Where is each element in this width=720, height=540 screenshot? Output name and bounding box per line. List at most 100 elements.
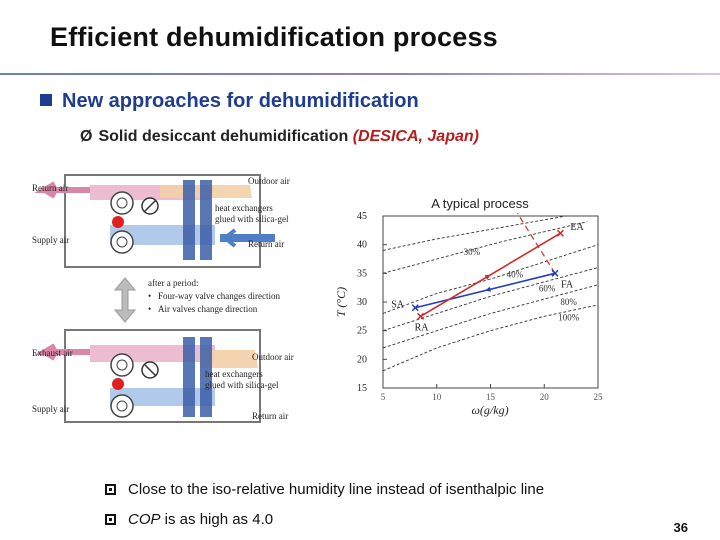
y-tick-label: 30 bbox=[357, 297, 367, 308]
label-bottom-hx-2: glued with silica-gel bbox=[205, 380, 279, 390]
point-marker-ra bbox=[417, 312, 425, 320]
label-return-air-right: Return air bbox=[248, 239, 284, 249]
rh-curve-5 bbox=[382, 284, 599, 349]
double-arrow-icon bbox=[113, 277, 137, 323]
valve-stem bbox=[143, 199, 157, 213]
bottom-upper-airflow bbox=[90, 345, 215, 362]
arrow-bullet-icon: Ø bbox=[80, 128, 93, 145]
desiccant-schematic: Return air Supply air Outdoor air Return… bbox=[32, 174, 294, 423]
sub-bullet: Ø Solid desiccant dehumidification (DESIC… bbox=[80, 128, 479, 146]
square-bullet-icon bbox=[40, 94, 52, 106]
process-line-2 bbox=[420, 232, 561, 318]
label-supply-air: Supply air bbox=[32, 235, 69, 245]
label-bottom-return-air: Return air bbox=[252, 411, 288, 421]
compressor-icon bbox=[112, 216, 124, 228]
return-air-right-arrow-icon bbox=[221, 228, 237, 248]
period-item-2: Air valves change direction bbox=[158, 304, 258, 314]
fan-icon-2 bbox=[110, 230, 134, 254]
period-item-bullet-1: • bbox=[148, 291, 151, 301]
rh-label: 80% bbox=[560, 297, 577, 307]
fan-hub-icon-2 bbox=[116, 236, 128, 248]
fan-hub-icon-3 bbox=[116, 359, 128, 371]
x-tick-label: 20 bbox=[540, 392, 550, 402]
x-tick-label: 5 bbox=[381, 392, 386, 402]
point-label-ea: EA bbox=[570, 222, 584, 233]
fan-hub-icon bbox=[116, 197, 128, 209]
top-heat-exchanger-left bbox=[183, 180, 195, 260]
y-tick-label: 35 bbox=[357, 268, 367, 279]
y-tick-label: 45 bbox=[357, 211, 367, 222]
main-bullet: New approaches for dehumidification bbox=[40, 90, 419, 113]
footnote-2: COP is as high as 4.0 bbox=[105, 511, 273, 528]
label-bottom-supply-air: Supply air bbox=[32, 404, 69, 414]
y-tick-label: 15 bbox=[357, 383, 367, 394]
checkbox-bullet-icon-2 bbox=[105, 514, 116, 525]
return-air-arrow-icon bbox=[34, 181, 90, 199]
valve-stem-2 bbox=[143, 363, 157, 377]
period-item-1: Four-way valve changes direction bbox=[158, 291, 281, 301]
main-bullet-text: New approaches for dehumidification bbox=[62, 90, 419, 112]
point-label-ra: RA bbox=[415, 322, 430, 333]
rh-label: 60% bbox=[539, 284, 556, 294]
point-marker-sa bbox=[411, 304, 419, 312]
schematic-bottom-unit: Exhaust air Supply air Outdoor air Retur… bbox=[32, 329, 294, 423]
label-hx-1: heat exchangers bbox=[215, 203, 273, 213]
rh-labels: 30%40%60%80%100% bbox=[464, 247, 580, 322]
point-marker-ea bbox=[556, 229, 564, 237]
x-axis-ticks: 5 10 15 20 25 bbox=[381, 384, 603, 402]
label-exhaust-air: Exhaust air bbox=[32, 348, 73, 358]
rh-curve-2 bbox=[382, 221, 588, 274]
checkbox-bullet-icon bbox=[105, 484, 116, 495]
point-label-fa: FA bbox=[561, 279, 574, 290]
label-outdoor-air: Outdoor air bbox=[248, 176, 290, 186]
sub-bullet-text: Solid desiccant dehumidification bbox=[98, 128, 353, 145]
rh-label: 40% bbox=[507, 269, 524, 279]
y-axis-ticks: 15 20 25 30 35 40 45 bbox=[357, 211, 387, 394]
sub-bullet-highlight: (DESICA, Japan) bbox=[352, 128, 479, 145]
slide-title: Efficient dehumidification process bbox=[50, 22, 498, 52]
label-bottom-hx-1: heat exchangers bbox=[205, 369, 263, 379]
bottom-unit-frame bbox=[64, 329, 261, 423]
point-label-sa: SA bbox=[391, 300, 405, 311]
bottom-outdoor-airflow bbox=[200, 350, 258, 368]
schematic-top-unit: Return air Supply air Outdoor air Return… bbox=[32, 174, 290, 268]
process-points: EA FA SA RA bbox=[391, 222, 584, 333]
footnote-1-text: Close to the iso-relative humidity line … bbox=[128, 481, 545, 498]
bottom-heat-exchanger-right bbox=[200, 337, 212, 417]
fan-icon-3 bbox=[110, 353, 134, 377]
point-marker-fa bbox=[551, 269, 559, 277]
fan-hub-icon-4 bbox=[116, 400, 128, 412]
bottom-heat-exchanger-left bbox=[183, 337, 195, 417]
compressor-icon-2 bbox=[112, 378, 124, 390]
x-tick-label: 25 bbox=[594, 392, 604, 402]
direction-arrow-icon bbox=[485, 286, 491, 292]
exhaust-air-arrow-icon bbox=[34, 343, 90, 361]
rh-label: 100% bbox=[558, 312, 580, 322]
y-tick-label: 20 bbox=[357, 354, 367, 365]
footnote-1: Close to the iso-relative humidity line … bbox=[105, 481, 544, 498]
top-heat-exchanger-right bbox=[200, 180, 212, 260]
y-tick-label: 40 bbox=[357, 240, 367, 251]
x-axis-label: ω(g/kg) bbox=[471, 403, 508, 417]
rh-curves bbox=[382, 215, 599, 372]
rh-curve-1 bbox=[382, 215, 566, 251]
x-tick-label: 15 bbox=[486, 392, 496, 402]
ea-dashed-guide bbox=[516, 212, 556, 274]
period-head: after a period: bbox=[148, 278, 198, 288]
rh-curve-4 bbox=[382, 267, 599, 332]
y-tick-label: 25 bbox=[357, 326, 367, 337]
footnote-2-text: is as high as 4.0 bbox=[160, 511, 274, 528]
period-change: after a period: • Four-way valve changes… bbox=[113, 277, 281, 323]
period-item-bullet-2: • bbox=[148, 304, 151, 314]
process-lines bbox=[415, 212, 561, 318]
title-divider bbox=[0, 73, 720, 75]
label-hx-2: glued with silica-gel bbox=[215, 214, 289, 224]
top-unit-frame bbox=[64, 174, 261, 268]
x-tick-label: 10 bbox=[432, 392, 442, 402]
process-line-1 bbox=[415, 272, 556, 309]
label-bottom-outdoor-air: Outdoor air bbox=[252, 352, 294, 362]
fan-icon bbox=[110, 191, 134, 215]
footnote-2-emphasis: COP bbox=[128, 511, 161, 528]
direction-arrow-icon bbox=[484, 274, 491, 280]
